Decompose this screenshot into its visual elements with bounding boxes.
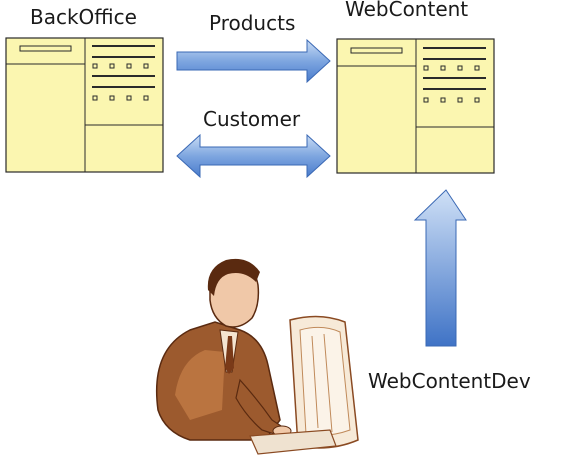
products-arrow-icon [176, 38, 331, 84]
webcontent-window-icon [336, 38, 495, 174]
webcontentdev-up-arrow-icon [413, 189, 467, 347]
webcontent-label: WebContent [345, 0, 469, 21]
backoffice-label: BackOffice [30, 5, 137, 29]
customer-double-arrow-icon [176, 133, 331, 179]
backoffice-window-icon [5, 37, 164, 173]
products-label: Products [209, 11, 296, 35]
developer-at-computer-icon [155, 258, 359, 455]
customer-label: Customer [203, 107, 301, 131]
webcontentdev-label: WebContentDev [368, 369, 531, 393]
